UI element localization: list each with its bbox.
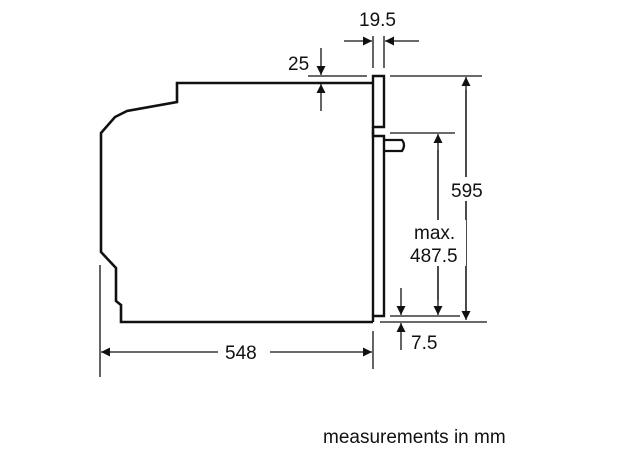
dimension-label-595: 595 bbox=[451, 181, 483, 202]
measurements-caption: measurements in mm bbox=[323, 427, 506, 448]
dimension-label-7-5: 7.5 bbox=[411, 333, 437, 354]
dimension-label-25: 25 bbox=[288, 54, 309, 75]
dimension-label-548: 548 bbox=[225, 343, 257, 364]
door-handle bbox=[384, 138, 406, 153]
dimension-label-487-5: 487.5 bbox=[410, 246, 458, 267]
dimension-label-19-5: 19.5 bbox=[359, 10, 396, 31]
oven-body-outline bbox=[99, 81, 373, 324]
control-panel bbox=[371, 74, 386, 129]
dimension-label-max: max. bbox=[414, 223, 455, 244]
oven-door bbox=[371, 130, 386, 322]
